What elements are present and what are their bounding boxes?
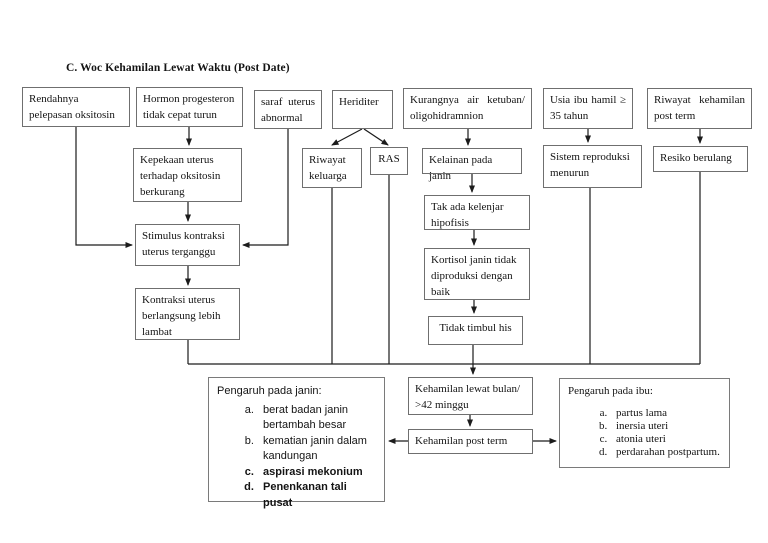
list-item: inersia uteri (610, 420, 721, 433)
node-ras: RAS (370, 147, 408, 175)
node-tidak-timbul-his: Tidak timbul his (428, 316, 523, 345)
node-usia-ibu-hamil: Usia ibu hamil ≥ 35 tahun (543, 88, 633, 129)
list-item: perdarahan postpartum. (610, 446, 721, 459)
node-heriditer: Heriditer (332, 90, 393, 129)
effects-on-fetus-heading: Pengaruh pada janin: (217, 385, 322, 397)
node-tak-ada-kelenjar-hipofisis: Tak ada kelenjar hipofisis (424, 195, 530, 230)
node-kontraksi-uterus-lambat: Kontraksi uterus berlangsung lebih lamba… (135, 288, 240, 340)
node-kehamilan-lewat-bulan: Kehamilan lewat bulan/ >42 minggu (408, 377, 533, 415)
page-title: C. Woc Kehamilan Lewat Waktu (Post Date) (66, 62, 290, 74)
effects-on-mother-heading: Pengaruh pada ibu: (568, 385, 653, 397)
list-item: aspirasi mekonium (257, 465, 376, 481)
list-item: partus lama (610, 407, 721, 420)
effects-on-mother-list: partus lama inersia uteri atonia uteri p… (568, 407, 721, 459)
list-item: atonia uteri (610, 433, 721, 446)
node-resiko-berulang: Resiko berulang (653, 146, 748, 172)
node-kepekaan-uterus: Kepekaan uterus terhadap oksitosin berku… (133, 148, 242, 202)
node-riwayat-kehamilan-post-term: Riwayat kehamilan post term (647, 88, 752, 129)
node-kurangnya-air-ketuban: Kurangnya air ketuban/ oligohidramnion (403, 88, 532, 129)
effects-on-fetus-list: berat badan janin bertambah besar kemati… (217, 403, 376, 512)
node-sistem-reproduksi-menurun: Sistem reproduksi menurun (543, 145, 642, 188)
node-kortisol-janin: Kortisol janin tidak diproduksi dengan b… (424, 248, 530, 300)
node-rendahnya-pelepasan-oksitosin: Rendahnya pelepasan oksitosin (22, 87, 130, 127)
list-item: kematian janin dalam kandungan (257, 434, 376, 465)
effects-on-mother-box: Pengaruh pada ibu: partus lama inersia u… (559, 378, 730, 468)
node-kehamilan-post-term: Kehamilan post term (408, 429, 533, 454)
effects-on-fetus-box: Pengaruh pada janin: berat badan janin b… (208, 377, 385, 509)
node-stimulus-kontraksi-terganggu: Stimulus kontraksi uterus terganggu (135, 224, 240, 266)
list-item: Penenkanan tali pusat (257, 480, 376, 511)
list-item: berat badan janin bertambah besar (257, 403, 376, 434)
node-kelainan-pada-janin: Kelainan pada janin (422, 148, 522, 182)
node-saraf-uterus-abnormal: saraf uterus abnormal (254, 90, 322, 129)
node-riwayat-keluarga: Riwayat keluarga (302, 148, 362, 188)
node-hormon-progesteron: Hormon progesteron tidak cepat turun (136, 87, 243, 127)
